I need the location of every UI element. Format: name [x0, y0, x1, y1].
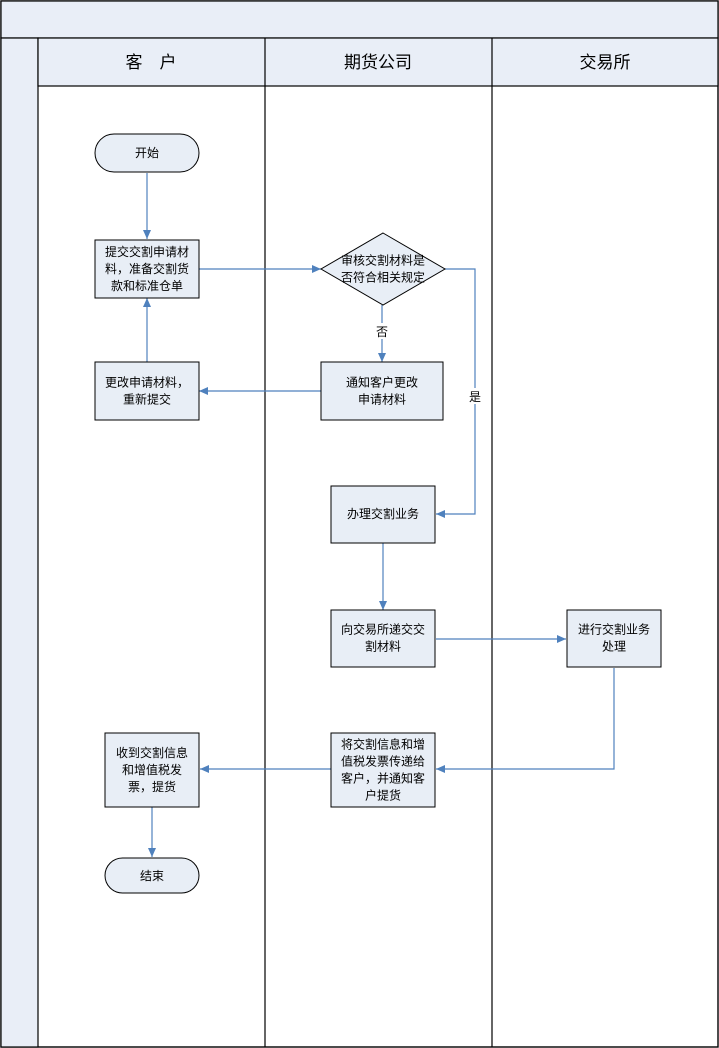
node-text-line: 办理交割业务 [347, 506, 419, 521]
node-text-line: 通知客户更改 [346, 375, 418, 390]
node-text-line: 收到交割信息 [116, 745, 188, 760]
node-modify-text: 更改申请材料， 重新提交 [105, 376, 189, 407]
node-text-line: 票，提货 [128, 779, 176, 794]
node-text-line: 提交交割申请材 [105, 244, 189, 259]
left-band [0, 37, 39, 1048]
node-receive-text: 收到交割信息和增值税发票，提货 [116, 745, 188, 794]
node-submit-text: 提交交割申请材料，准备交割货款和标准仓单 [105, 244, 189, 293]
node-pass-info-text: 将交割信息和增值税发票传递给客户，并通知客户提货 [341, 737, 425, 803]
node-modify [94, 361, 200, 421]
node-text-line: 料，准备交割货 [105, 261, 189, 276]
node-text-line: 客户，并通知客 [341, 771, 425, 786]
node-text-line: 和增值税发 [122, 762, 182, 777]
node-review [320, 232, 446, 306]
node-notify-text: 通知客户更改申请材料 [346, 375, 418, 407]
node-deliver-materials-text: 向交易所递交交割材料 [341, 622, 425, 654]
node-handle-text: 办理交割业务 [347, 506, 419, 521]
node-text-line: 处理 [602, 640, 626, 654]
node-notify [320, 361, 444, 421]
node-start-text: 开始 [135, 146, 159, 160]
node-submit [94, 239, 200, 299]
node-text-line: 开始 [135, 146, 159, 160]
node-end-text: 结束 [140, 869, 164, 883]
edge-label-yes: 是 [469, 390, 481, 404]
node-text-line: 将交割信息和增 [341, 737, 425, 752]
node-deliver-materials [330, 609, 436, 668]
node-exchange-process [566, 609, 662, 668]
node-pass-info [330, 732, 436, 808]
lane-title-customer: 客 户 [126, 53, 177, 73]
node-text-line: 款和标准仓单 [111, 279, 183, 293]
node-exchange-process-text: 进行交割业务处理 [578, 622, 650, 654]
node-handle [330, 485, 436, 544]
lane-title-exchange: 交易所 [580, 53, 631, 73]
edge-label-no-bg [374, 323, 390, 339]
node-text-line: 结束 [140, 869, 164, 883]
edge-label-no: 否 [376, 325, 388, 339]
node-review-text: 审核交割材料是否符合相关规定 [341, 253, 425, 285]
node-text-line: 重新提交 [123, 392, 171, 407]
node-text-line: 割材料 [365, 639, 401, 654]
node-receive [104, 732, 200, 808]
node-text-line: 申请材料 [358, 393, 406, 407]
node-text-line: 否符合相关规定 [341, 270, 425, 285]
node-text-line: 更改申请材料， [105, 376, 189, 390]
lane-header-band [37, 37, 719, 87]
node-text-line: 进行交割业务 [578, 622, 650, 637]
node-text-line: 审核交割材料是 [341, 253, 425, 268]
node-text-line: 户提货 [365, 788, 401, 803]
node-text-line: 向交易所递交交 [341, 622, 425, 637]
lane-title-futures-company: 期货公司 [344, 53, 412, 73]
edge-exchange-to-pass [436, 668, 615, 773]
node-end [104, 857, 200, 894]
top-band [0, 0, 719, 39]
node-start [94, 133, 200, 173]
node-text-line: 值税发票传递给 [341, 754, 425, 769]
edge-label-yes-bg [467, 388, 483, 404]
